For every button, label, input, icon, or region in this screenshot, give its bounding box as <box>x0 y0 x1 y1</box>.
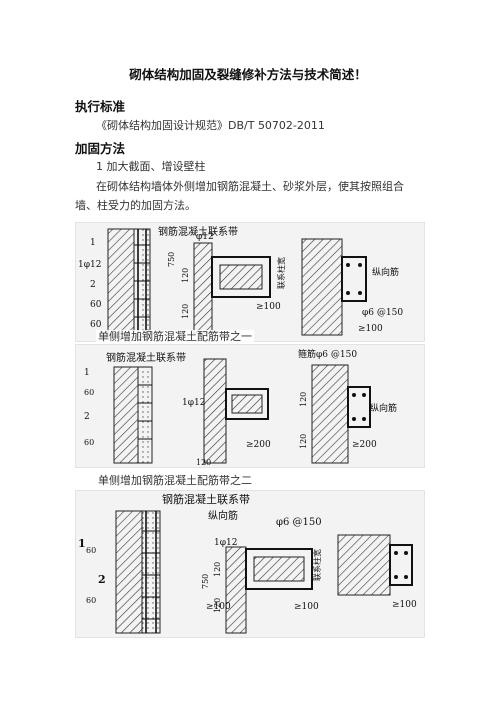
fig1-ge100a: ≥100 <box>256 302 281 312</box>
fig1-dim-60b: 60 <box>90 320 102 330</box>
fig2-ge200b: ≥200 <box>352 440 377 450</box>
fig2-dim-1: 1 <box>84 368 90 378</box>
fig3-phi12: 1φ12 <box>214 538 237 548</box>
fig3-zong-label: 纵向筋 <box>208 509 238 522</box>
figure-1-caption: 单侧增加钢筋混凝土配筋带之一 <box>96 330 254 344</box>
fig2-ge200a: ≥200 <box>246 440 271 450</box>
figure-3-drawing: 钢筋混凝土联系带 纵向筋 1 60 2 60 1φ12 750 120 120 … <box>75 490 425 638</box>
fig3-dim-1: 1 <box>78 537 86 550</box>
fig2-dim-120a: 120 <box>299 392 308 407</box>
fig3-dim-120a: 120 <box>213 562 222 577</box>
method-desc-line2: 墙、柱受力的加固方法。 <box>75 199 196 212</box>
fig3-ge100b: ≥100 <box>294 602 319 612</box>
method-item: 1 加大截面、增设壁柱 <box>96 160 206 173</box>
fig1-stirrup-label: φ6 @150 <box>362 308 403 318</box>
fig3-dim-120b: 120 <box>213 598 222 613</box>
fig1-zong-label: 纵向筋 <box>372 266 399 278</box>
fig2-bottom: 120 <box>196 458 211 467</box>
fig1-ge100b: ≥100 <box>358 324 383 334</box>
fig3-stirrup-label: φ6 @150 <box>276 517 322 528</box>
document-title: 砌体结构加固及裂缝修补方法与技术简述！ <box>129 67 367 82</box>
fig2-zong-label: 纵向筋 <box>370 402 397 414</box>
fig2-phi12: 1φ12 <box>182 398 205 408</box>
fig1-dim-1: 1 <box>90 238 96 248</box>
fig1-dim-60a: 60 <box>90 300 102 310</box>
fig3-band-label: 钢筋混凝土联系带 <box>162 492 250 506</box>
standard-heading: 执行标准 <box>75 99 126 114</box>
figure-1-drawing: 1 1φ12 2 60 60 钢筋混凝土联系带 750 φ12 120 120 … <box>75 222 425 342</box>
fig3-dim-2: 2 <box>98 573 106 586</box>
method-desc-line1: 在砌体结构墙体外侧增加钢筋混凝土、砂浆外层，使其按照组合 <box>96 180 404 193</box>
fig3-dim-60b: 60 <box>86 596 96 605</box>
fig2-stirrup-label: 箍筋φ6 @150 <box>298 348 357 360</box>
fig1-col-label: 联系柱宽 <box>276 257 286 289</box>
fig1-band-label: 钢筋混凝土联系带 <box>158 225 238 238</box>
fig2-dim-120b: 120 <box>299 434 308 449</box>
fig1-phi12-top: φ12 <box>196 232 214 242</box>
fig1-phi12-left: 1φ12 <box>78 260 101 270</box>
fig2-dim-2: 2 <box>84 412 90 422</box>
fig3-ge100a: ≥100 <box>206 602 231 612</box>
fig1-dim-750: 750 <box>167 252 176 267</box>
fig1-dim-120b: 120 <box>181 304 190 319</box>
fig1-dim-120a: 120 <box>181 268 190 283</box>
fig1-dim-2: 2 <box>90 280 96 290</box>
fig3-ge100c: ≥100 <box>392 600 417 610</box>
figure-2-drawing: 钢筋混凝土联系带 1 60 2 60 1φ12 ≥200 120 箍筋φ6 @1… <box>75 344 425 468</box>
fig3-col-label: 联系柱宽 <box>312 549 322 581</box>
fig2-dim-60a: 60 <box>84 388 94 397</box>
fig3-dim-750: 750 <box>201 574 210 589</box>
standard-text: 《砌体结构加固设计规范》DB/T 50702-2011 <box>96 119 325 132</box>
fig3-dim-60a: 60 <box>86 546 96 555</box>
fig2-band-label: 钢筋混凝土联系带 <box>106 351 186 364</box>
fig2-dim-60b: 60 <box>84 438 94 447</box>
figure-2-caption: 单侧增加钢筋混凝土配筋带之二 <box>96 474 254 488</box>
method-heading: 加固方法 <box>75 141 126 156</box>
